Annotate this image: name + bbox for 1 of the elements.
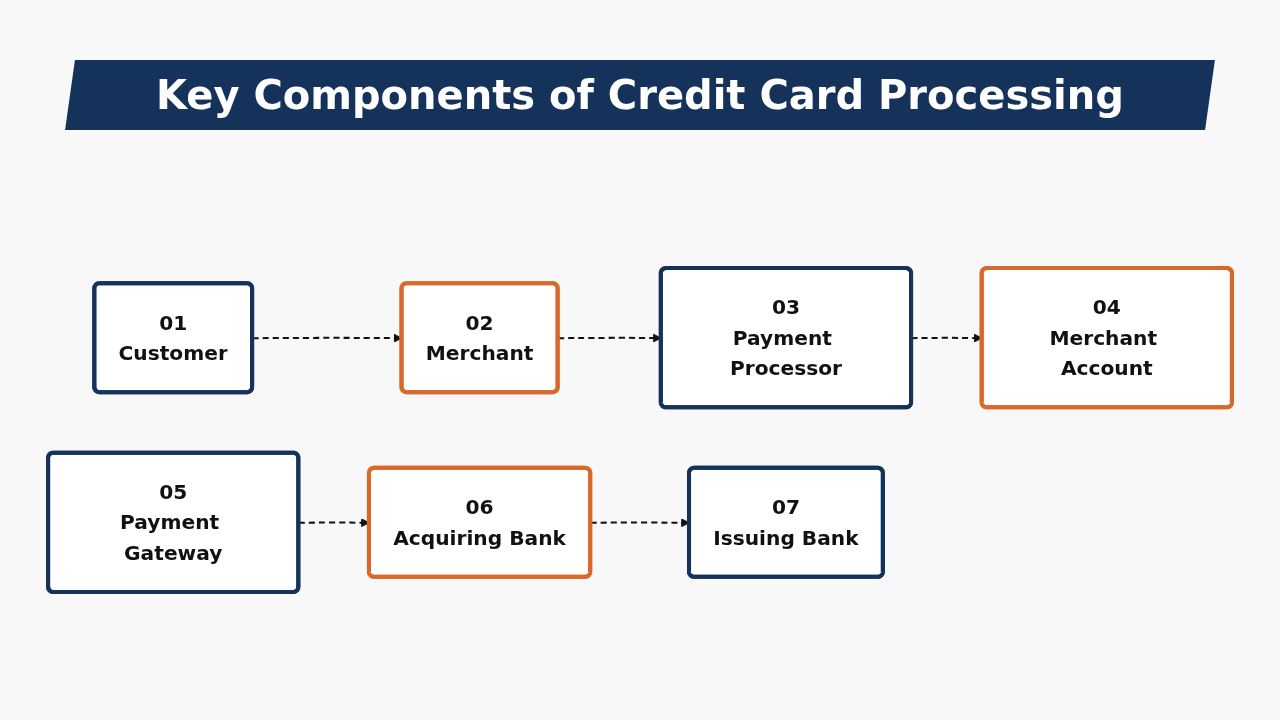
title: Key Components of Credit Card Processing: [156, 72, 1124, 118]
